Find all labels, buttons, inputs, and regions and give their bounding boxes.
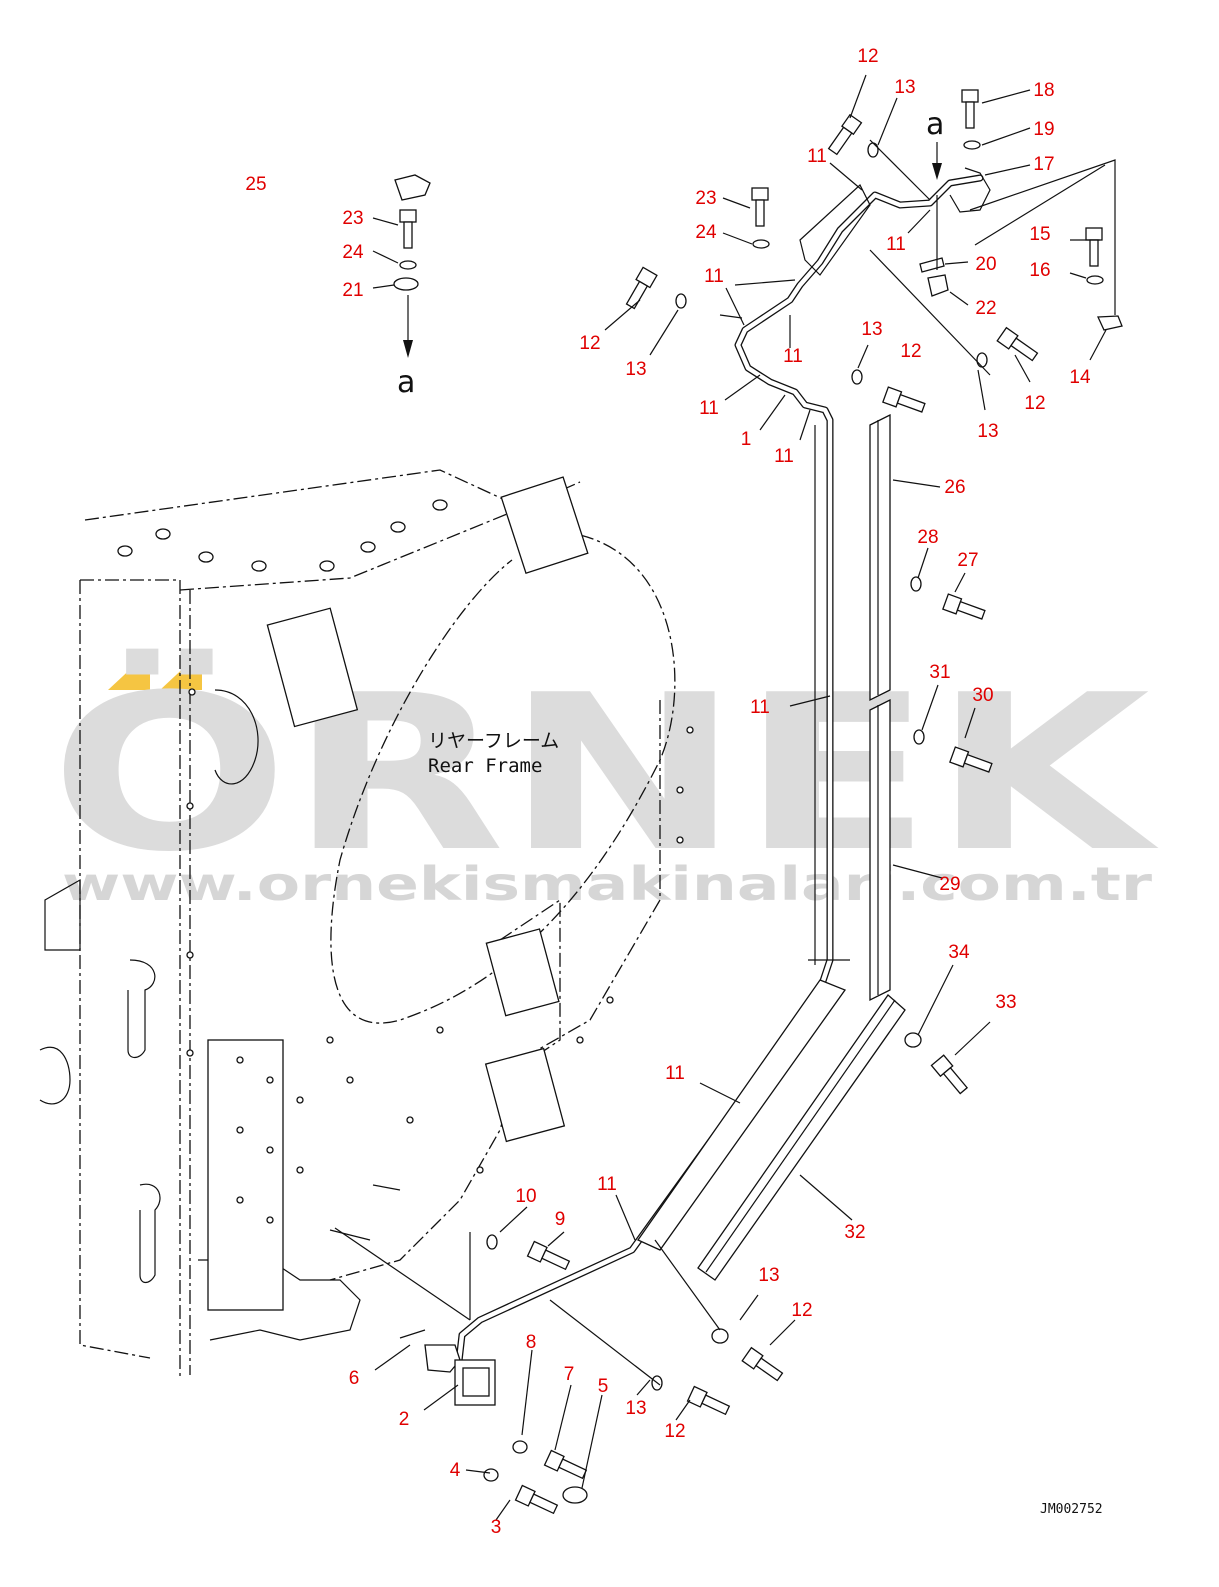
part-label: 6 xyxy=(349,1368,360,1389)
part-label: 15 xyxy=(1029,224,1050,245)
part-label: 34 xyxy=(948,942,970,963)
part-label: 13 xyxy=(894,77,915,98)
part-label: 11 xyxy=(699,398,719,419)
part-label: 12 xyxy=(664,1421,685,1442)
part-label: 31 xyxy=(929,662,950,683)
ref-mark-top: a xyxy=(926,107,944,142)
part-label: 13 xyxy=(758,1265,779,1286)
part-label: 8 xyxy=(526,1332,537,1353)
frame-holes xyxy=(117,499,694,1224)
part-label: 26 xyxy=(944,477,965,498)
part-label: 11 xyxy=(886,234,906,255)
rear-frame-outline xyxy=(39,469,676,1380)
part-label: 4 xyxy=(450,1460,461,1481)
part-label: 23 xyxy=(695,188,716,209)
part-label: 32 xyxy=(844,1222,865,1243)
watermark: ÖRNEK www.ornekismakinalari.com.tr xyxy=(50,648,1160,911)
part-label: 18 xyxy=(1033,80,1054,101)
part-label: 13 xyxy=(861,319,882,340)
part-label: 13 xyxy=(625,1398,646,1419)
part-label: 29 xyxy=(939,874,960,895)
part-label: 11 xyxy=(783,346,803,367)
part-label: 13 xyxy=(625,359,646,380)
part-label: 12 xyxy=(1024,393,1045,414)
part-label: 22 xyxy=(975,298,996,319)
part-label: 2 xyxy=(399,1409,410,1430)
hardware-parts xyxy=(393,89,1123,1515)
part-label: 12 xyxy=(857,46,878,67)
part-label: 7 xyxy=(564,1364,575,1385)
frame-label-en: Rear Frame xyxy=(428,755,542,777)
watermark-url: www.ornekismakinalari.com.tr xyxy=(62,857,1152,911)
watermark-accent-right xyxy=(160,662,202,690)
part-number-callouts: 12 13 18 19 17 11 11 20 22 15 16 14 23 2… xyxy=(245,46,1091,1538)
part-label: 17 xyxy=(1033,154,1054,175)
part-label: 33 xyxy=(995,992,1016,1013)
part-label: 20 xyxy=(975,254,996,275)
part-label: 19 xyxy=(1033,119,1054,140)
part-label: 11 xyxy=(665,1063,685,1084)
part-label: 28 xyxy=(917,527,938,548)
part-label: 11 xyxy=(807,146,827,167)
part-label: 24 xyxy=(695,222,717,243)
part-label: 25 xyxy=(245,174,266,195)
part-label: 3 xyxy=(491,1517,502,1538)
part-label: 16 xyxy=(1029,260,1050,281)
ref-mark-left: a xyxy=(397,365,415,400)
part-label: 23 xyxy=(342,208,363,229)
part-label: 12 xyxy=(791,1300,812,1321)
watermark-accent-left xyxy=(108,662,150,690)
part-label: 11 xyxy=(750,697,770,718)
part-label: 11 xyxy=(704,266,724,287)
part-label: 27 xyxy=(957,550,978,571)
part-label: 21 xyxy=(342,280,363,301)
part-label: 11 xyxy=(774,446,794,467)
part-label: 5 xyxy=(598,1376,609,1397)
part-label: 9 xyxy=(555,1209,566,1230)
part-label: 13 xyxy=(977,421,998,442)
watermark-brand: ÖRNEK xyxy=(50,648,1160,899)
frame-label-jp: リヤーフレーム xyxy=(428,730,559,752)
drawing-code: JM002752 xyxy=(1040,1502,1103,1517)
leader-lines xyxy=(329,74,1116,1521)
cover-channels xyxy=(637,413,906,1281)
part-label: 1 xyxy=(741,429,752,450)
part-label: 12 xyxy=(579,333,600,354)
part-label: 11 xyxy=(597,1174,617,1195)
part-label: 10 xyxy=(515,1186,536,1207)
part-label: 24 xyxy=(342,242,364,263)
part-label: 30 xyxy=(972,685,993,706)
part-label: 14 xyxy=(1069,367,1091,388)
part-label: 12 xyxy=(900,341,921,362)
